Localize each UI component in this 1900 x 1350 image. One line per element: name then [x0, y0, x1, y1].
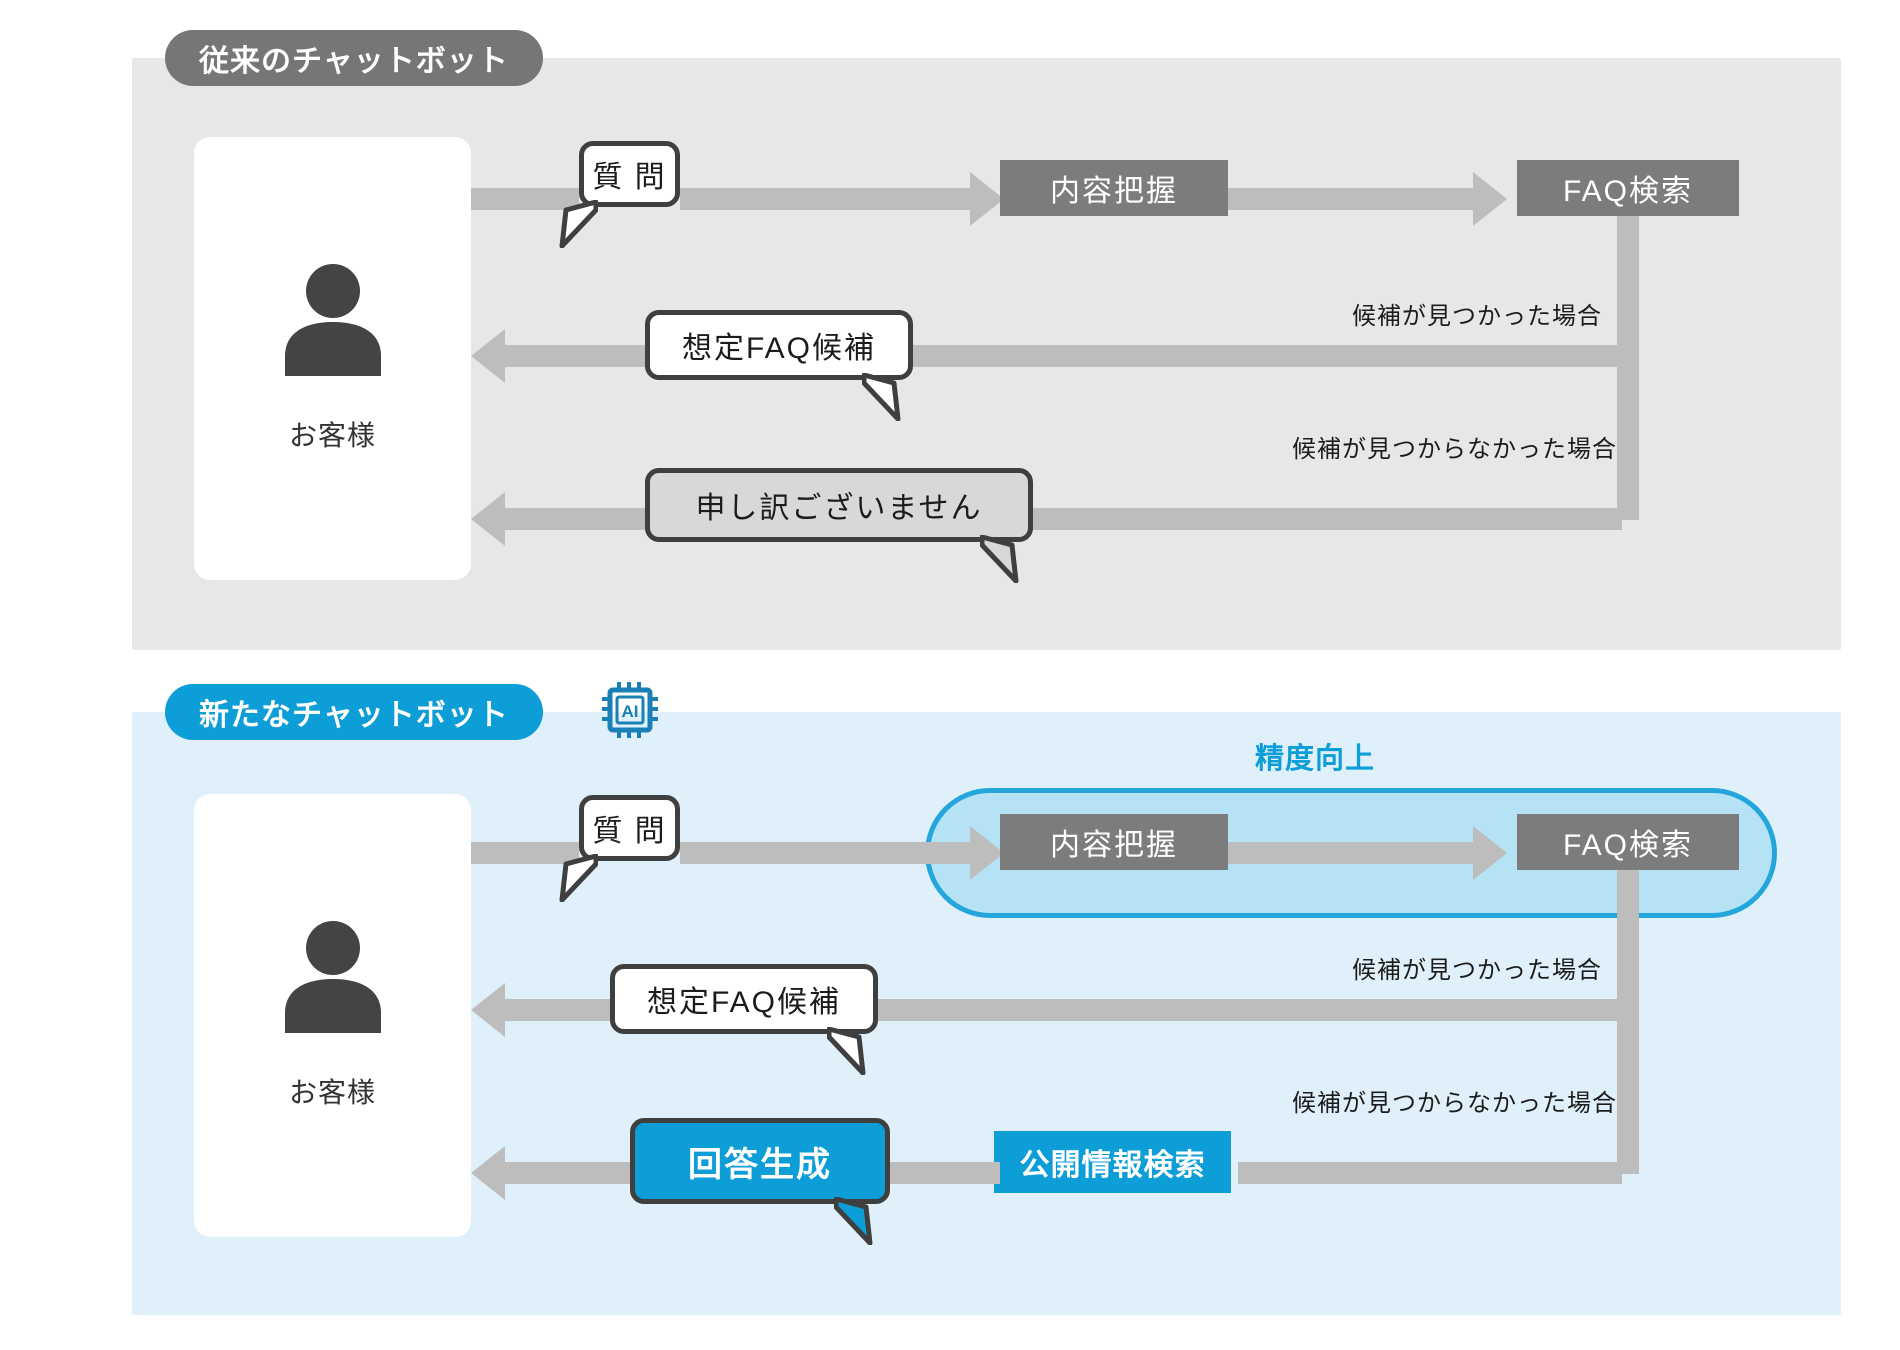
arrow-bar-found-new: [875, 999, 1622, 1021]
arrow-bar-notfound-left-legacy: [505, 508, 645, 530]
process-box-understand-legacy: 内容把握: [1000, 160, 1228, 216]
arrow-head-found-legacy: [471, 329, 505, 383]
condition-label-notfound-new: 候補が見つからなかった場合: [1292, 1090, 1617, 1117]
arrow-bar-question-right-legacy: [680, 188, 970, 210]
arrow-head-notfound-new: [471, 1146, 505, 1200]
customer-label-legacy: お客様: [288, 419, 376, 451]
arrow-head-notfound-legacy: [471, 492, 505, 546]
speech-bubble-faq-candidate-legacy: 想定FAQ候補: [645, 310, 913, 380]
condition-label-found-legacy: 候補が見つかった場合: [1352, 303, 1602, 330]
arrow-bar-found-left-new: [505, 999, 615, 1021]
speech-bubble-question-new: 質 問: [579, 795, 680, 861]
arrow-bar-question-left-new: [471, 842, 579, 864]
process-box-understand-new: 内容把握: [1000, 814, 1228, 870]
arrow-head-found-new: [471, 983, 505, 1037]
process-box-faq-search-legacy: FAQ検索: [1517, 160, 1739, 216]
arrow-bar-notfound-right-new: [1238, 1162, 1622, 1184]
customer-card-legacy: お客様: [194, 137, 471, 580]
arrow-bar-question-right-new: [680, 842, 970, 864]
condition-label-notfound-legacy: 候補が見つからなかった場合: [1292, 436, 1617, 463]
process-box-public-search-new: 公開情報検索: [994, 1131, 1231, 1193]
speech-bubble-question-legacy: 質 問: [579, 141, 680, 207]
accuracy-improvement-label: 精度向上: [1255, 743, 1376, 775]
arrow-bar-to-faq-legacy: [1228, 188, 1473, 210]
customer-card-new: お客様: [194, 794, 471, 1237]
speech-bubble-faq-candidate-new: 想定FAQ候補: [610, 964, 878, 1034]
arrow-head-to-faq-new: [1473, 826, 1507, 880]
condition-label-found-new: 候補が見つかった場合: [1352, 957, 1602, 984]
arrow-head-to-understand-legacy: [970, 172, 1004, 226]
process-box-faq-search-new: FAQ検索: [1517, 814, 1739, 870]
arrow-bar-vertical-legacy: [1617, 216, 1639, 520]
arrow-bar-found-legacy: [910, 345, 1622, 367]
speech-bubble-apology-legacy: 申し訳ございません: [645, 468, 1033, 542]
person-icon: [284, 263, 381, 376]
panel-title-legacy: 従来のチャットボット: [165, 30, 543, 86]
ai-chip-icon: AI: [602, 682, 658, 738]
arrow-bar-to-faq-new: [1228, 842, 1473, 864]
arrow-bar-question-left-legacy: [471, 188, 579, 210]
customer-label-new: お客様: [288, 1076, 376, 1108]
arrow-bar-vertical-new: [1617, 870, 1639, 1174]
arrow-bar-found-left-legacy: [505, 345, 645, 367]
ai-chip-label: AI: [622, 702, 639, 721]
arrow-head-to-understand-new: [970, 826, 1004, 880]
arrow-head-to-faq-legacy: [1473, 172, 1507, 226]
panel-title-new: 新たなチャットボット: [165, 684, 543, 740]
arrow-bar-notfound-mid-new: [890, 1162, 1000, 1184]
speech-bubble-answer-generation-new: 回答生成: [630, 1118, 890, 1204]
arrow-bar-notfound-legacy: [1030, 508, 1622, 530]
arrow-bar-notfound-left-new: [505, 1162, 635, 1184]
person-icon: [284, 920, 381, 1033]
